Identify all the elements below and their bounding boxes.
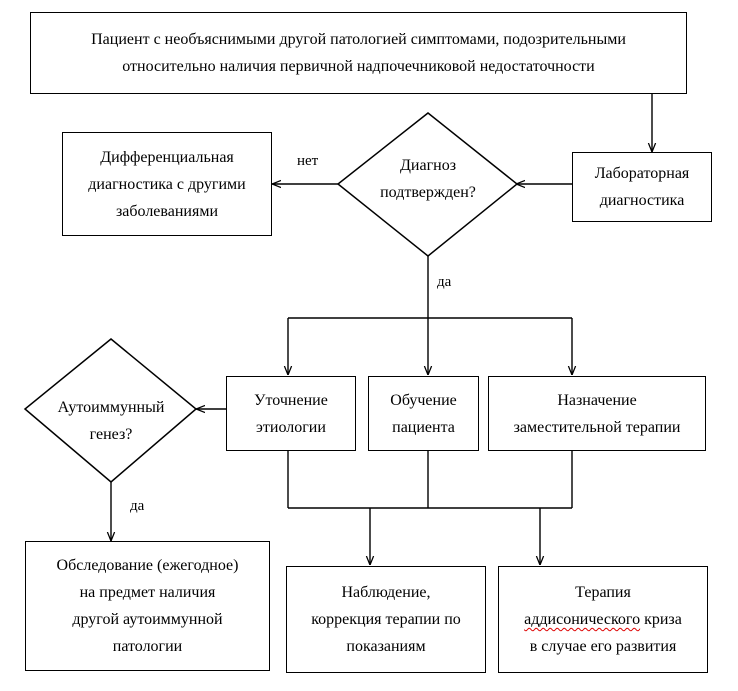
etiology-line-2: этиологии bbox=[256, 418, 326, 436]
patient-box: Пациент с необъяснимыми другой патологие… bbox=[30, 12, 687, 94]
crisis-therapy-box: Терапия аддисонического криза в случае е… bbox=[498, 566, 708, 673]
crisis-line-2-underlined-word: аддисонического bbox=[524, 611, 641, 628]
differential-line-2: диагностика с другими bbox=[88, 175, 246, 193]
observation-box: Наблюдение, коррекция терапии по показан… bbox=[286, 566, 486, 673]
patient-line-1: Пациент с необъяснимыми другой патологие… bbox=[91, 31, 626, 48]
differential-line-1: Дифференциальная bbox=[100, 148, 234, 166]
observation-line-1: Наблюдение, bbox=[341, 584, 431, 601]
crisis-line-2-rest: криза bbox=[640, 611, 682, 628]
screening-line-1: Обследование (ежегодное) bbox=[56, 557, 239, 574]
screening-line-4: патологии bbox=[112, 638, 183, 655]
decision-autoimmune-label: Аутоиммунный генез? bbox=[41, 394, 181, 448]
decision-confirmed-line-2: подтвержден? bbox=[380, 184, 476, 201]
screening-box: Обследование (ежегодное) на предмет нали… bbox=[25, 541, 270, 671]
edge-label-yes-autoimmune: да bbox=[130, 498, 145, 514]
decision-autoimmune-line-2: генез? bbox=[89, 426, 133, 443]
decision-confirmed-label: Диагноз подтвержден? bbox=[358, 152, 498, 206]
edge-label-no: нет bbox=[297, 153, 319, 169]
education-line-1: Обучение bbox=[390, 391, 457, 409]
decision-autoimmune-diamond bbox=[23, 338, 198, 483]
lab-diagnostics-box: Лабораторная диагностика bbox=[572, 152, 712, 222]
crisis-line-2: аддисонического криза bbox=[524, 606, 682, 633]
crisis-line-1: Терапия bbox=[575, 584, 631, 601]
edge-label-yes: да bbox=[437, 274, 452, 290]
differential-line-3: заболеваниями bbox=[115, 202, 219, 220]
observation-line-2: коррекция терапии по bbox=[311, 611, 461, 628]
replacement-line-1: Назначение bbox=[557, 391, 637, 409]
differential-diagnosis-box: Дифференциальная диагностика с другими з… bbox=[62, 132, 272, 236]
replacement-therapy-box: Назначение заместительной терапии bbox=[488, 376, 706, 451]
lab-line-2: диагностика bbox=[599, 192, 685, 209]
screening-line-3: другой аутоиммунной bbox=[72, 611, 223, 628]
decision-confirmed-line-1: Диагноз bbox=[399, 157, 457, 174]
decision-autoimmune-line-1: Аутоиммунный bbox=[57, 399, 165, 416]
screening-line-2: на предмет наличия bbox=[79, 584, 216, 601]
patient-line-2: относительно наличия первичной надпочечн… bbox=[122, 58, 595, 75]
replacement-line-2: заместительной терапии bbox=[513, 418, 681, 436]
etiology-box: Уточнение этиологии bbox=[226, 376, 356, 451]
education-box: Обучение пациента bbox=[368, 376, 479, 451]
decision-confirmed-diamond bbox=[336, 112, 519, 257]
etiology-line-1: Уточнение bbox=[254, 391, 328, 409]
observation-line-3: показаниям bbox=[346, 638, 426, 655]
crisis-line-3: в случае его развития bbox=[529, 638, 677, 655]
lab-line-1: Лабораторная bbox=[594, 165, 690, 182]
education-line-2: пациента bbox=[392, 418, 455, 436]
